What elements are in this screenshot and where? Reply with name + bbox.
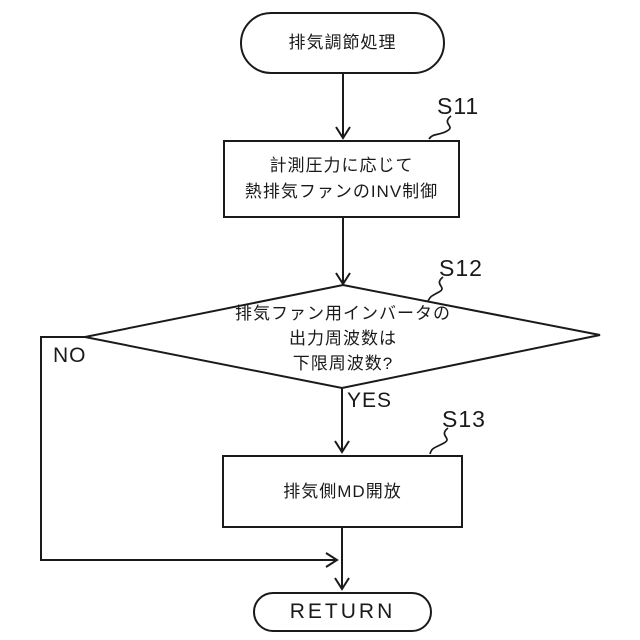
process-box-s11: 計測圧力に応じて 熱排気ファンのINV制御	[223, 140, 460, 218]
decision-s12-line2: 出力周波数は	[289, 329, 397, 348]
start-terminal: 排気調節処理	[240, 12, 445, 74]
arrowhead-no-join	[325, 552, 339, 568]
end-terminal: RETURN	[253, 592, 432, 632]
step-id-s11: S11	[437, 93, 480, 119]
arrowhead-into-s11	[335, 126, 351, 140]
arrowhead-into-s13	[334, 440, 350, 454]
step-id-s12: S12	[439, 255, 483, 281]
arrowhead-into-s12	[335, 272, 351, 286]
decision-s12-line1: 排気ファン用インバータの	[235, 304, 451, 323]
decision-s12-line3: 下限周波数?	[292, 354, 394, 373]
start-terminal-label: 排気調節処理	[288, 33, 397, 52]
process-s11-line2: 熱排気ファンのINV制御	[244, 182, 439, 201]
process-s13-line1: 排気側MD開放	[283, 481, 402, 501]
step-id-s13: S13	[442, 406, 486, 432]
leader-line-s13	[429, 427, 449, 455]
branch-label-no: NO	[53, 344, 87, 367]
process-box-s13: 排気側MD開放	[222, 455, 463, 528]
process-s11-line1: 計測圧力に応じて	[269, 156, 414, 175]
connector-no-loop	[40, 336, 337, 561]
decision-s12-text: 排気ファン用インバータの 出力周波数は 下限周波数?	[193, 301, 493, 376]
arrowhead-into-return	[334, 577, 350, 591]
end-terminal-label: RETURN	[289, 600, 396, 623]
branch-label-yes: YES	[347, 389, 393, 412]
leader-line-s11	[428, 115, 452, 140]
leader-line-s12	[427, 276, 444, 302]
